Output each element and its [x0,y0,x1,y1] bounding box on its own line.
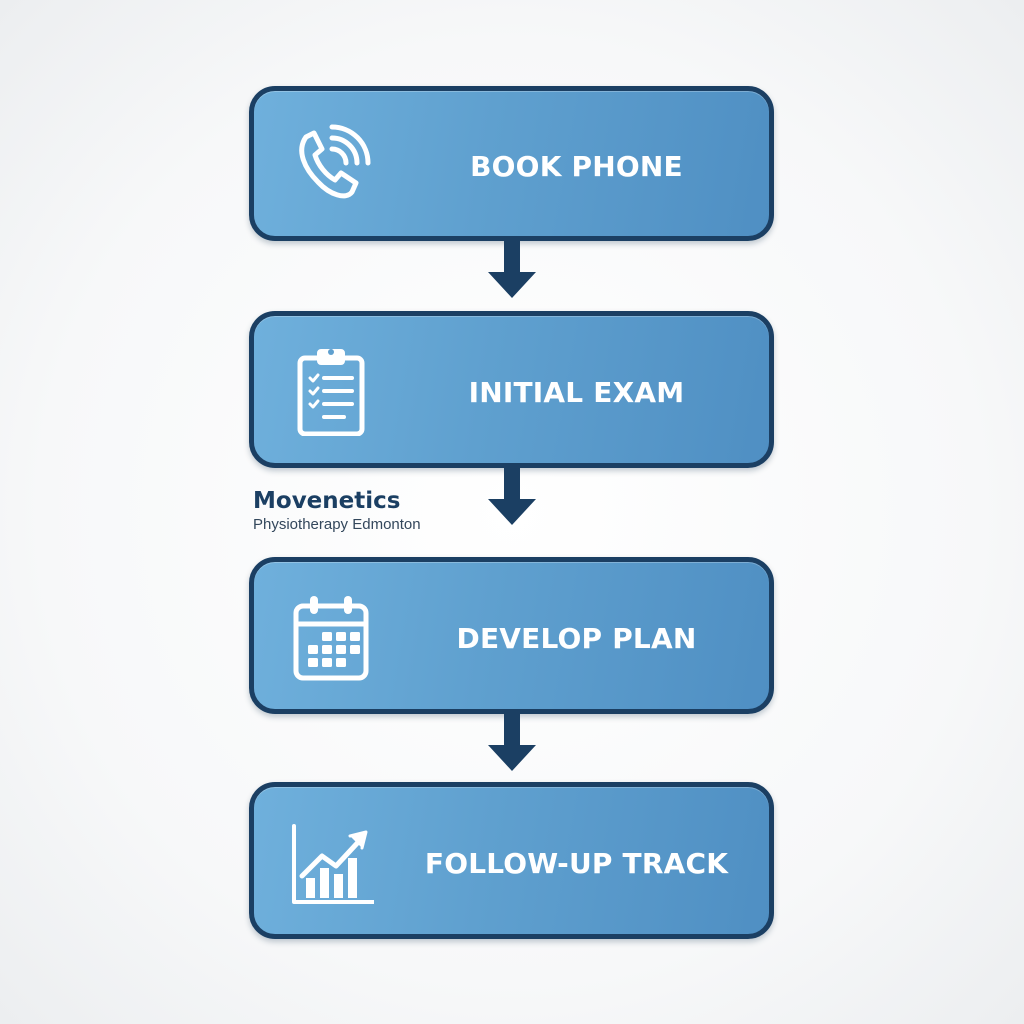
step-follow-up-track: FOLLOW-UP TRACK [249,782,774,939]
brand-subtitle: Physiotherapy Edmonton [253,516,421,533]
down-arrow-icon [484,467,540,529]
clipboard-checklist-icon [288,346,374,436]
step-label: DEVELOP PLAN [456,622,697,655]
step-label: FOLLOW-UP TRACK [424,847,729,880]
brand-block: Movenetics Physiotherapy Edmonton [253,486,421,534]
phone-icon [288,123,374,213]
calendar-icon [288,594,374,684]
brand-name: Movenetics [253,488,401,514]
down-arrow-icon [484,713,540,775]
step-book-phone: BOOK PHONE [249,86,774,241]
step-label: BOOK PHONE [470,150,683,183]
step-develop-plan: DEVELOP PLAN [249,557,774,714]
step-label: INITIAL EXAM [468,376,685,409]
growth-chart-icon [288,820,374,910]
down-arrow-icon [484,240,540,302]
step-initial-exam: INITIAL EXAM [249,311,774,468]
